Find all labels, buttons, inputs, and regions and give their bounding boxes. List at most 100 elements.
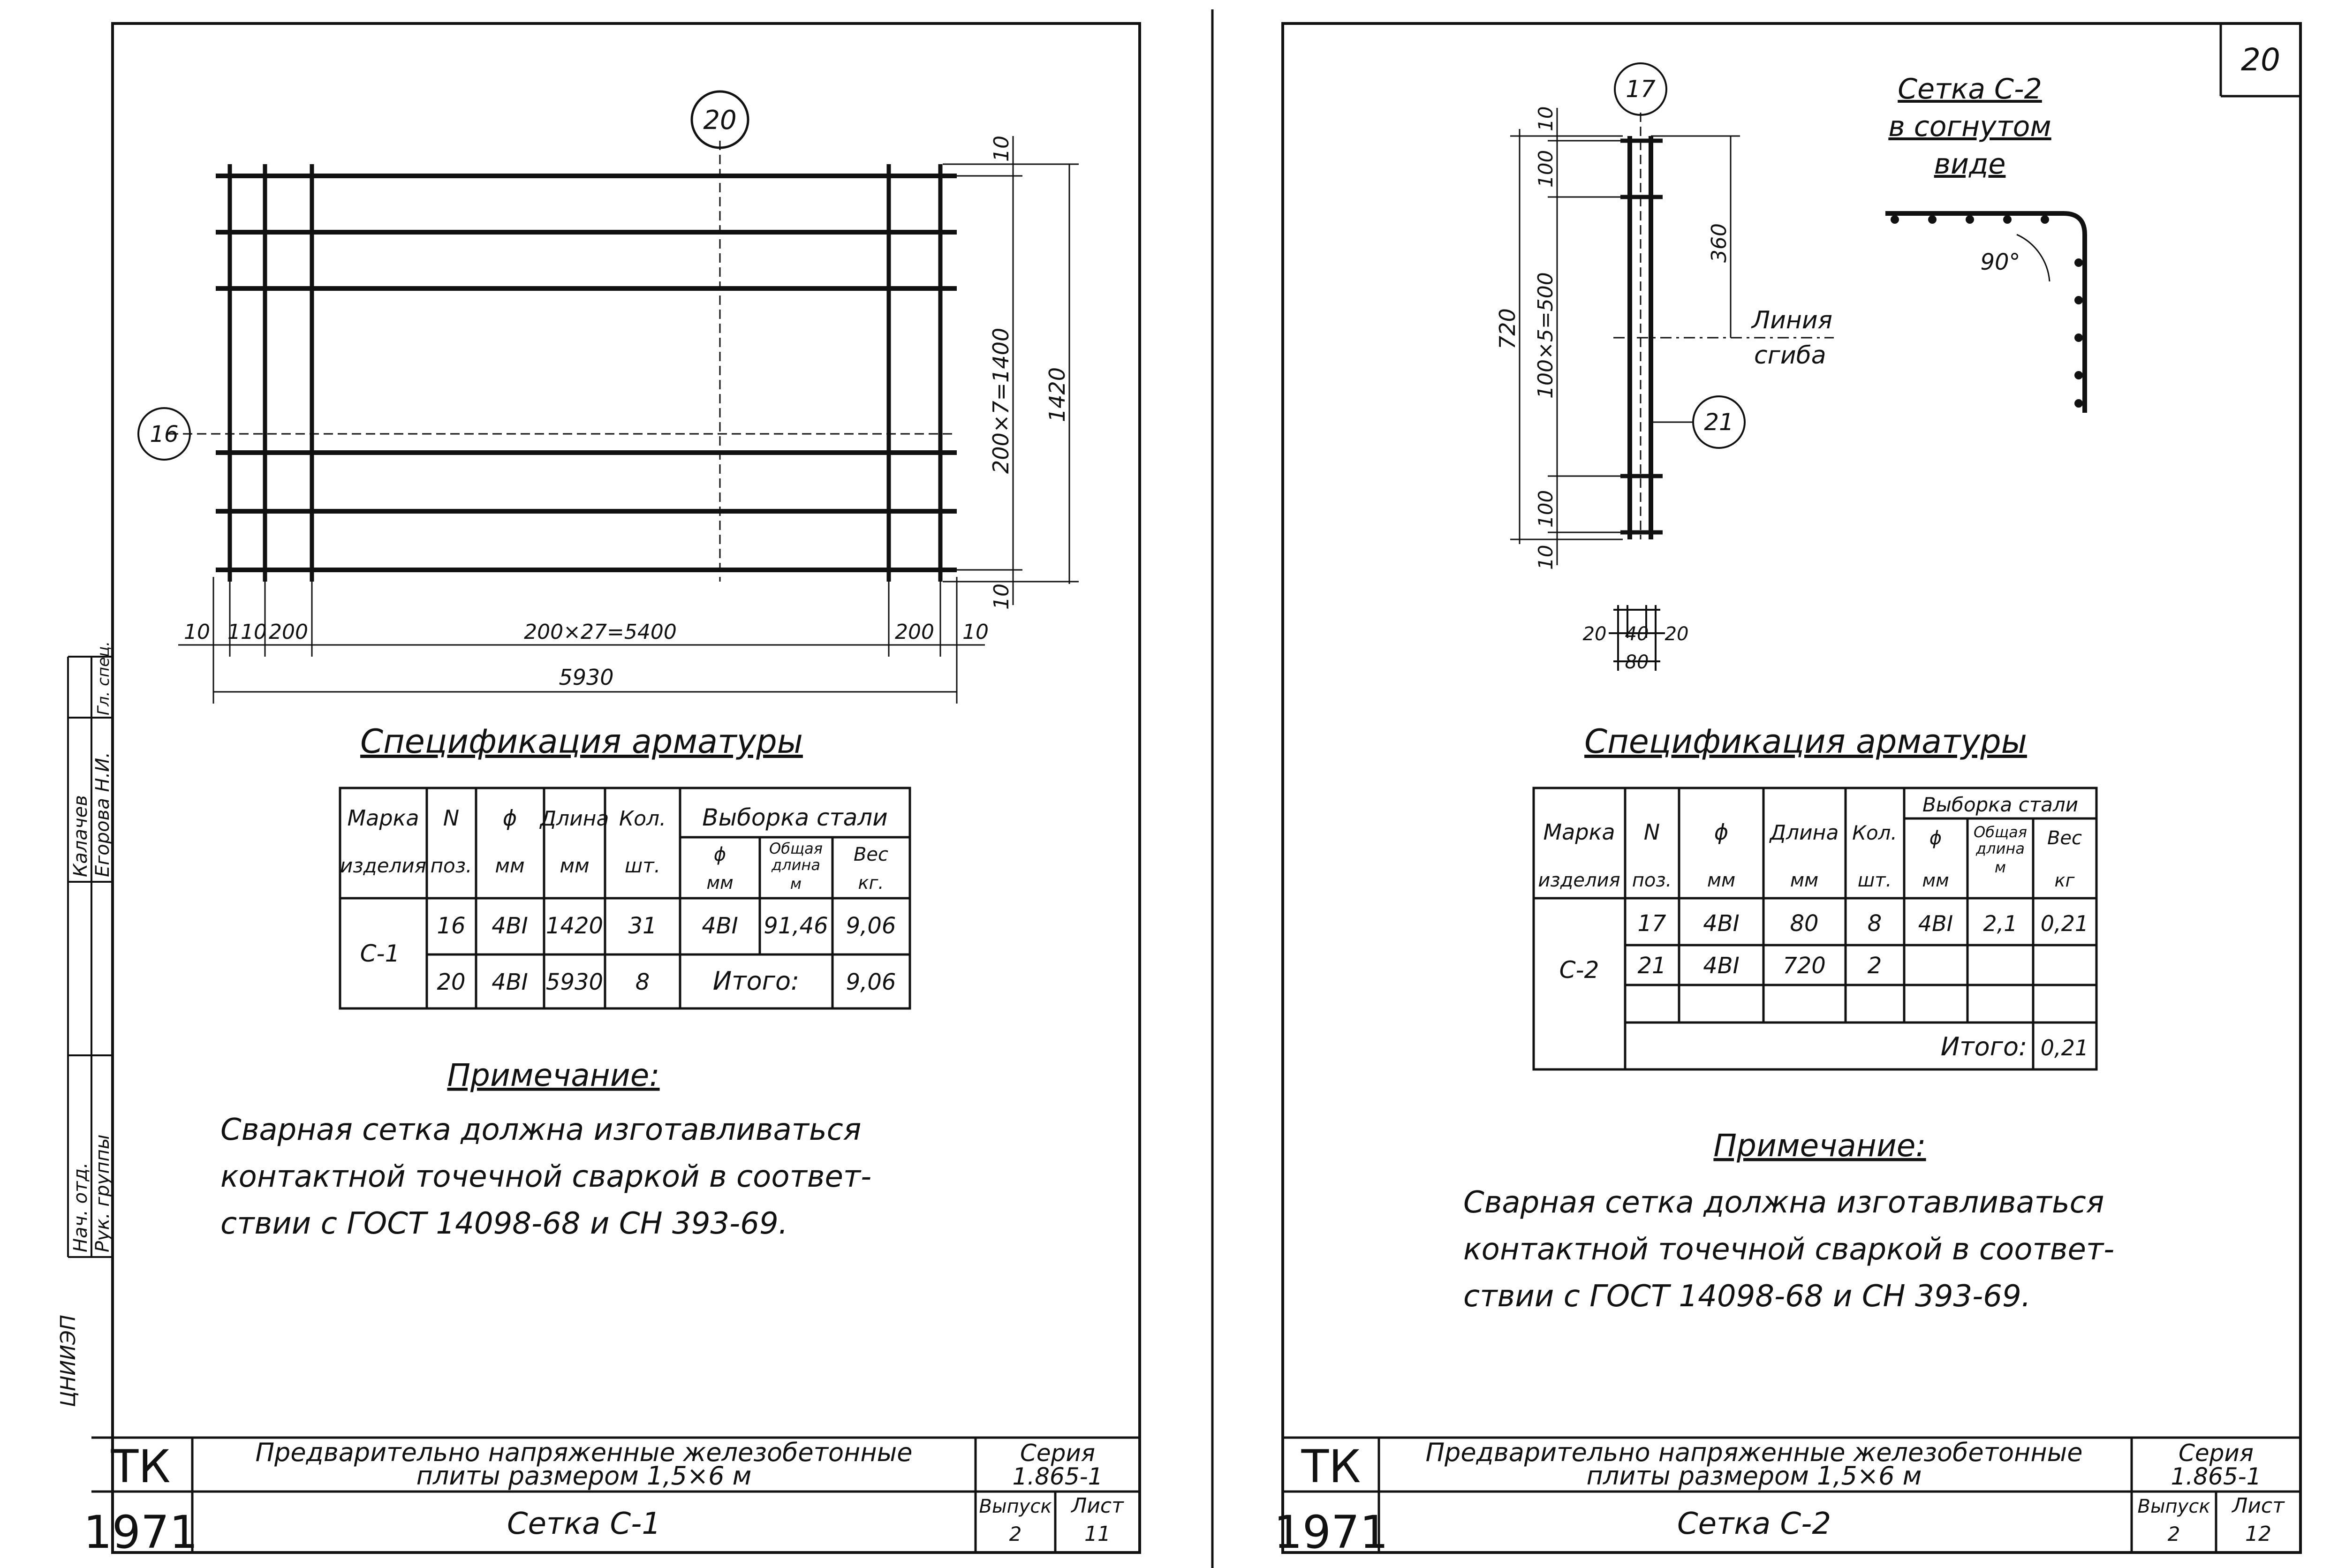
left-title-block xyxy=(91,1436,1140,1553)
right-note-line-1: Сварная сетка должна изготавливаться xyxy=(1463,1185,2104,1220)
right-r1-weight: 0,21 xyxy=(2041,911,2088,936)
left-h-qty-2: шт. xyxy=(625,854,660,877)
bend-line-label-2: сгиба xyxy=(1754,341,1826,370)
right-h-qty-1: Кол. xyxy=(1852,821,1897,844)
right-h-dia-2: мм xyxy=(1707,870,1735,891)
right-h-mark-1: Марка xyxy=(1543,819,1615,845)
left-h-dia-2: мм xyxy=(495,854,524,877)
mesh-c1-dim-right xyxy=(943,136,1079,605)
right-h-seldia-2: мм xyxy=(1922,870,1949,891)
callout-21-label: 21 xyxy=(1704,409,1734,436)
right-r1-seldia: 4BI xyxy=(1918,911,1953,936)
mesh-c2-dim-left xyxy=(1510,108,1623,565)
right-h-len-1: Длина xyxy=(1769,821,1839,845)
left-sheet-value: 11 xyxy=(1084,1522,1111,1546)
right-page-number: 20 xyxy=(2241,42,2280,78)
dim-left-5: 10 xyxy=(1534,545,1557,570)
left-h-pos-1: N xyxy=(443,805,459,831)
section-dim-2: 40 xyxy=(1625,623,1649,645)
left-r2-dia: 4BI xyxy=(492,969,528,995)
right-h-seltotal-1: Общая xyxy=(1974,823,2027,841)
right-issue-value: 2 xyxy=(2168,1523,2180,1545)
mesh-c1-cross-bars xyxy=(227,164,943,582)
dim-360: 360 xyxy=(1707,223,1731,263)
bent-title-3: виде xyxy=(1934,148,2006,181)
bend-line-label-1: Линия xyxy=(1751,306,1832,334)
right-spec-title: Спецификация арматуры xyxy=(1584,722,2027,761)
margin-stamp-4: Егорова Н.И. xyxy=(92,752,113,877)
dim-left-4: 100 xyxy=(1534,490,1557,528)
right-title-block xyxy=(1283,1436,2300,1553)
right-r1-pos: 17 xyxy=(1637,910,1666,937)
bent-title-1: Сетка С-2 xyxy=(1898,73,2042,106)
margin-stamp xyxy=(67,656,113,1258)
mesh-c1-dim-chain xyxy=(178,577,985,704)
right-drawing-name: Сетка С-2 xyxy=(1677,1507,1831,1541)
callout-16-circle xyxy=(137,407,191,461)
left-h-len-2: мм xyxy=(560,854,589,877)
right-tk: ТК xyxy=(1301,1440,1361,1493)
left-h-seldia-2: мм xyxy=(706,872,733,893)
right-desc-line-2: плиты размером 1,5×6 м xyxy=(1587,1461,1922,1491)
bent-title-2: в согнутом xyxy=(1888,110,2051,143)
bent-angle: 90° xyxy=(1980,249,2020,275)
callout-16-label: 16 xyxy=(150,421,178,447)
right-h-pos-2: поз. xyxy=(1632,870,1672,891)
right-mark-cell: С-2 xyxy=(1559,956,1599,984)
left-year: 1971 xyxy=(83,1506,198,1559)
dim-right-3: 1420 xyxy=(1044,367,1070,422)
left-r2-len: 5930 xyxy=(546,969,603,995)
right-r1-seltotal: 2,1 xyxy=(1983,911,2017,936)
dim-right-2: 200×7=1400 xyxy=(988,328,1014,474)
left-spec-table xyxy=(339,787,911,1010)
margin-stamp-6: ЦНИИЭП xyxy=(56,1315,80,1407)
left-h-seltotal-3: м xyxy=(790,875,802,893)
right-total-value: 0,21 xyxy=(2041,1035,2088,1060)
dim-left-1: 10 xyxy=(1534,106,1557,131)
right-h-seltotal-3: м xyxy=(1995,858,2006,876)
left-h-mark-1: Марка xyxy=(347,805,419,831)
left-series-label: Серия xyxy=(1020,1439,1095,1467)
dim-right-1: 10 xyxy=(990,136,1014,162)
right-h-dia-1: ϕ xyxy=(1714,819,1728,845)
section-dim-1: 20 xyxy=(1583,623,1607,645)
left-drawing-name: Сетка С-1 xyxy=(507,1507,661,1541)
left-h-len-1: Длина xyxy=(539,807,609,831)
right-h-qty-2: шт. xyxy=(1858,870,1892,891)
left-h-seldia-1: ϕ xyxy=(714,844,726,865)
left-h-selweight-1: Вес xyxy=(854,844,888,865)
left-issue-value: 2 xyxy=(1009,1523,1022,1545)
right-note-line-3: ствии с ГОСТ 14098-68 и СН 393-69. xyxy=(1463,1279,2031,1314)
right-sheet-frame xyxy=(1281,22,2302,1554)
bent-mesh-shape xyxy=(1885,211,2087,413)
left-r1-weight: 9,06 xyxy=(846,913,896,939)
right-h-seltotal-2: длина xyxy=(1975,840,2025,857)
dim-bottom-3: 200 xyxy=(269,620,308,644)
right-total-label: Итого: xyxy=(1941,1032,2028,1061)
dim-bottom-5: 200 xyxy=(895,620,934,644)
margin-stamp-3: Калачев xyxy=(70,795,91,877)
left-h-seltotal-1: Общая xyxy=(769,840,823,857)
right-h-len-2: мм xyxy=(1790,870,1818,891)
right-r2-len: 720 xyxy=(1783,953,1826,979)
left-sheet-label: Лист xyxy=(1070,1494,1124,1518)
left-issue-label: Выпуск xyxy=(979,1496,1052,1517)
dim-bottom-4: 200×27=5400 xyxy=(524,620,677,644)
left-h-mark-2: изделия xyxy=(340,854,426,877)
left-r1-len: 1420 xyxy=(546,913,603,939)
right-h-selweight-1: Вес xyxy=(2047,827,2082,849)
callout-17-label: 17 xyxy=(1626,76,1656,103)
right-page-number-box xyxy=(2219,23,2300,98)
dim-right-4: 10 xyxy=(990,583,1014,610)
callout-17-circle xyxy=(1614,62,1667,116)
left-r1-qty: 31 xyxy=(628,913,657,939)
left-desc-line-2: плиты размером 1,5×6 м xyxy=(416,1461,752,1491)
mesh-c1: 20 16 10 110 200 200×27=5400 xyxy=(137,90,1079,704)
dim-bottom-1: 10 xyxy=(184,620,210,644)
margin-stamp-1: Нач. отд. xyxy=(70,1162,91,1252)
left-note-line-1: Сварная сетка должна изготавливаться xyxy=(220,1113,861,1147)
right-r2-pos: 21 xyxy=(1637,953,1666,979)
left-sheet: Нач. отд. Рук. группы Калачев Егорова Н.… xyxy=(56,9,1214,1568)
right-h-mark-2: изделия xyxy=(1538,870,1620,891)
